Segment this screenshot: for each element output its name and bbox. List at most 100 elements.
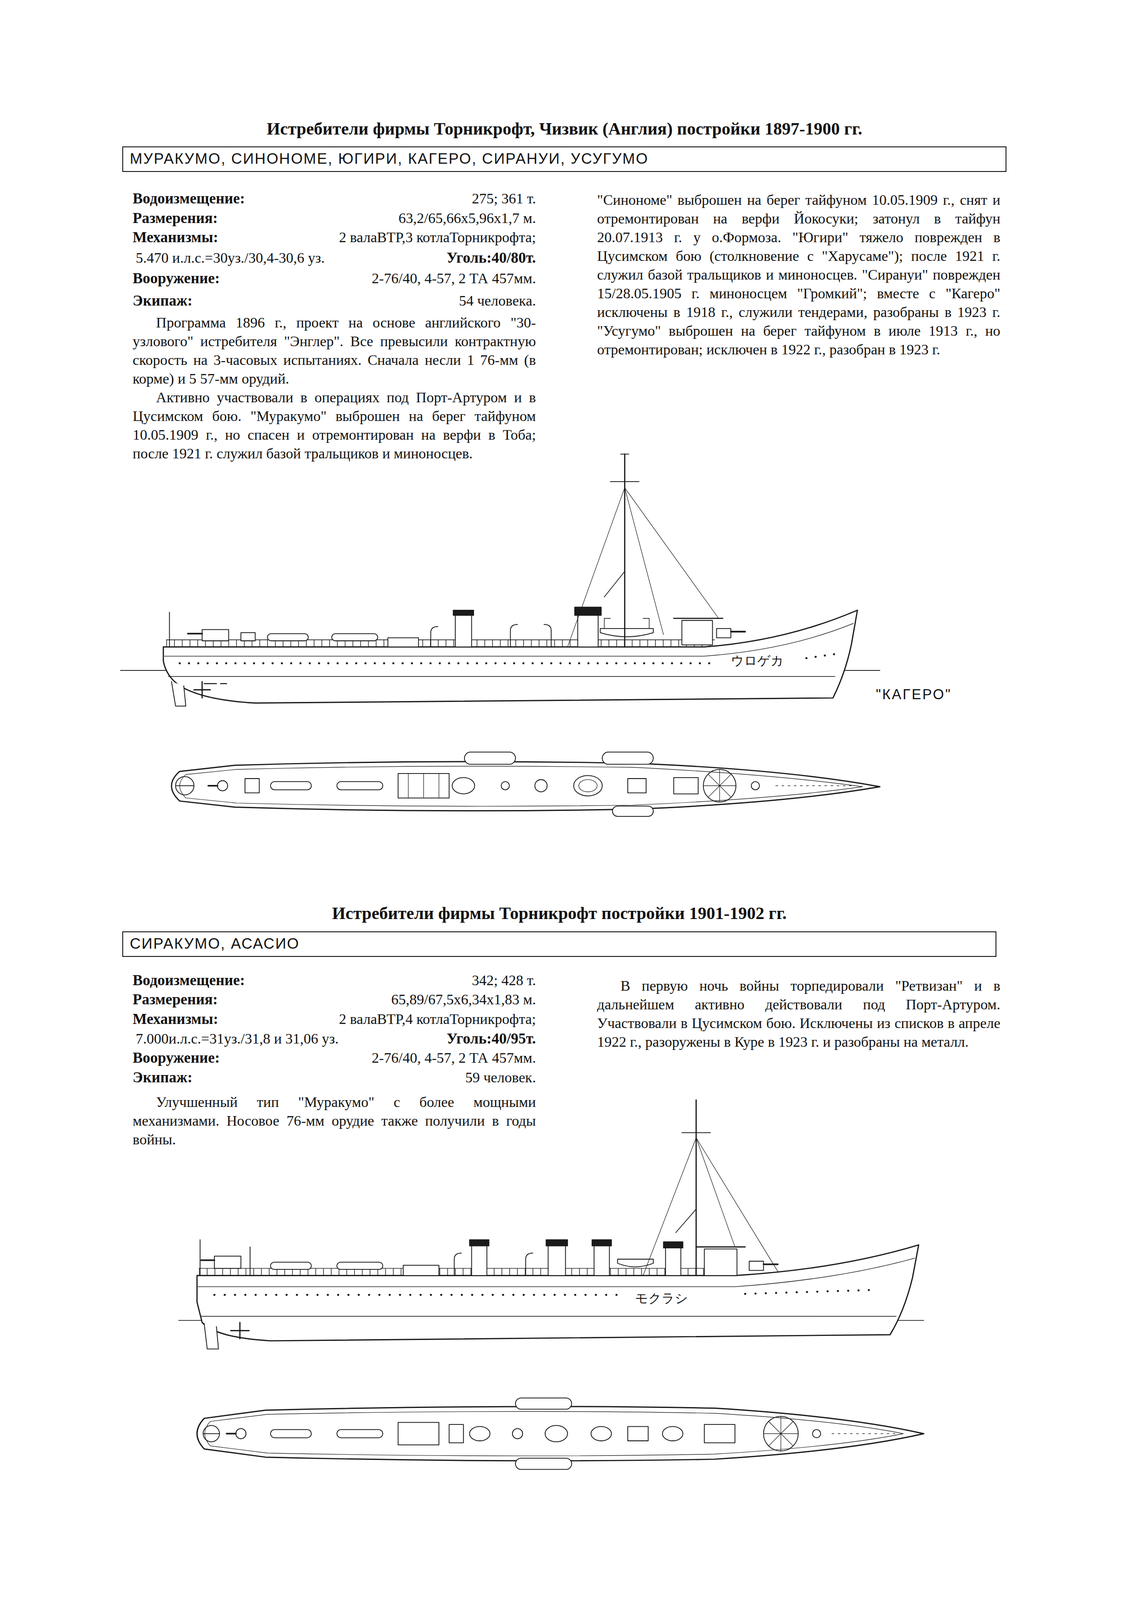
ship-profile <box>120 454 881 707</box>
spec-value: 2 валаВТР,3 котлаТорникрофта; <box>338 228 537 246</box>
ship-profile-part <box>240 632 256 642</box>
ship-profile-part <box>430 626 438 648</box>
spec-key: Экипаж: <box>132 1068 193 1088</box>
ship-profile-part <box>204 1323 219 1350</box>
ship-plan-part <box>627 1427 649 1442</box>
ship-profile-part <box>745 1290 878 1295</box>
ship-profile-part <box>164 623 854 657</box>
text-column: Программа 1896 г., проект на основе англ… <box>132 313 537 464</box>
ship-profile-part <box>806 653 842 659</box>
ship-profile-part <box>749 1261 764 1271</box>
ship-profile-part <box>695 1100 698 1277</box>
spec-value: 2-76/40, 4-57, 2 ТА 457мм. <box>371 269 537 287</box>
spec-value: 65,89/67,5x6,34x1,83 м. <box>390 990 536 1009</box>
ship-profile-part <box>716 628 731 638</box>
ship-profile-part <box>577 612 599 647</box>
ship-profile-part <box>214 1256 241 1269</box>
spec-key: Экипаж: <box>132 291 193 311</box>
ship-profile-part <box>610 481 640 483</box>
ship-profile-part <box>567 487 719 647</box>
section-title: Истребители фирмы Торникрофт постройки 1… <box>122 903 996 925</box>
spec-key: Уголь:40/95т. <box>446 1030 537 1049</box>
ship-profile-part <box>169 612 171 647</box>
spec-value: 2 валаВТР,4 котлаТорникрофта; <box>338 1010 537 1028</box>
ship-plan-part <box>812 1429 821 1439</box>
ship-plan-part <box>217 780 228 791</box>
ship-profile-part <box>574 607 602 616</box>
drawing-caption: "КАГЕРО" <box>875 686 952 704</box>
spec-key: Механизмы: <box>132 1010 219 1029</box>
ship-plan-part <box>203 1425 220 1443</box>
spec-value: 59 человек. <box>465 1068 537 1087</box>
ship-profile-part <box>331 633 378 642</box>
text-column: Улучшенный тип "Муракумо" с более мощным… <box>132 1093 537 1150</box>
name-box: СИРАКУМО, АСАСИО <box>122 931 996 958</box>
ship-plan-part <box>226 1433 236 1436</box>
body-paragraph: В первую ночь войны торпедировали "Ретви… <box>597 976 1001 1052</box>
ship-profile <box>178 1100 924 1350</box>
ship-plan-part <box>545 1425 568 1443</box>
ship-profile-part <box>214 1294 618 1297</box>
ship-profile-part <box>673 617 723 620</box>
ship-profile-part <box>546 1240 568 1246</box>
ship-profile-part <box>594 1245 610 1276</box>
ship-plan-part <box>763 1416 799 1452</box>
body-paragraph: "Синономе" выброшен на берег тайфуном 10… <box>597 190 1001 360</box>
ship-profile-part <box>454 1253 462 1276</box>
spec-key: Водоизмещение: <box>132 971 245 991</box>
ship-profile-part <box>336 1262 383 1270</box>
body-paragraph: Улучшенный тип "Муракумо" с более мощным… <box>132 1093 537 1150</box>
spec-key: Вооружение: <box>132 269 220 288</box>
spec-key: Размерения: <box>132 990 218 1010</box>
spec-value: 63,2/65,66x5,96x1,7 м. <box>398 209 536 227</box>
ship-names: СИРАКУМО, АСАСИО <box>129 934 989 954</box>
spec-key: Вооружение: <box>132 1049 220 1068</box>
ship-plan-part <box>662 1427 683 1442</box>
ship-plan-part <box>704 1424 735 1444</box>
ship-profile-part <box>469 1240 490 1246</box>
ship-profile-part <box>202 629 229 642</box>
ship-profile-part <box>510 624 518 647</box>
ship-plan <box>171 752 881 817</box>
spec-value: 54 человека. <box>458 291 537 310</box>
ship-plan-part <box>464 752 516 765</box>
ship-plan-part <box>578 779 598 793</box>
ship-profile-part <box>682 620 713 646</box>
ship-profile-part <box>403 1265 439 1276</box>
ship-plan-part <box>515 1398 572 1410</box>
ship-profile-part <box>204 683 227 685</box>
body-paragraph: Программа 1896 г., проект на основе англ… <box>132 313 537 389</box>
ship-plan-part <box>703 769 737 803</box>
spec-value: 275; 361 т. <box>471 189 536 208</box>
spec-value: 2-76/40, 4-57, 2 ТА 457мм. <box>371 1049 537 1067</box>
ship-plan-part <box>590 1427 612 1442</box>
ship-plan-part <box>627 778 647 793</box>
ship-profile-part <box>201 1316 897 1317</box>
ship-profile-part <box>624 454 626 648</box>
ship-plan-part <box>831 1433 898 1435</box>
ship-plan-part <box>171 761 881 812</box>
ship-profile-part <box>199 1240 201 1276</box>
ship-profile-part <box>270 1262 312 1270</box>
ship-profile-part <box>455 614 472 648</box>
ship-plan-part <box>175 776 194 796</box>
ship-profile-part <box>163 610 858 704</box>
text-column: В первую ночь войны торпедировали "Ретви… <box>597 976 1001 1052</box>
ship-plan-part <box>673 777 699 795</box>
ship-plan-part <box>515 1458 572 1470</box>
section-title: Истребители фирмы Торникрофт, Чизвик (Ан… <box>122 118 1007 140</box>
spec-key: Механизмы: <box>132 228 219 247</box>
section-header: Истребители фирмы Торникрофт, Чизвик (Ан… <box>122 118 1007 173</box>
spec-key: Размерения: <box>132 209 218 228</box>
ship-profile-part <box>604 618 650 629</box>
ship-plan-part <box>336 1429 383 1439</box>
ship-profile-part <box>171 681 186 707</box>
ship-profile-part <box>696 1246 746 1249</box>
ship-profile-part <box>187 633 203 636</box>
ship-plan-part <box>469 1427 490 1442</box>
ship-plan-part <box>573 775 603 797</box>
ship-profile-part <box>643 1138 778 1277</box>
ship-profile-part <box>592 1240 612 1246</box>
hull-name: ウロゲカ <box>730 653 784 669</box>
ship-plan-part <box>336 781 383 791</box>
